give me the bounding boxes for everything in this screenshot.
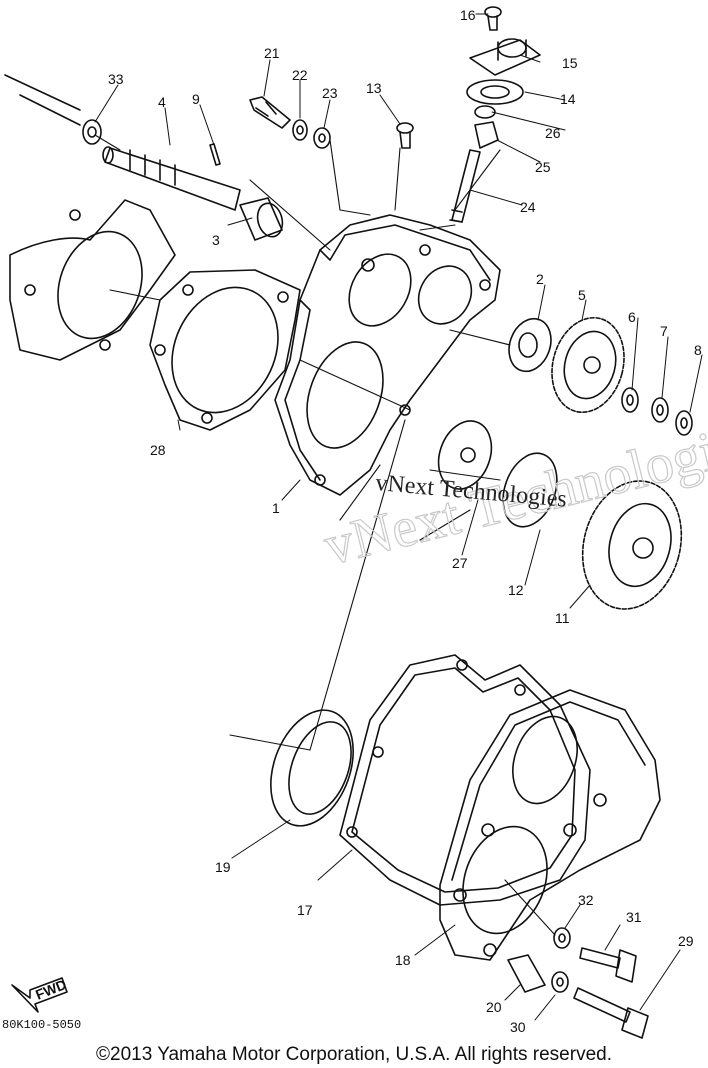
- part-label-24: 24: [520, 199, 536, 215]
- bolt-31: [579, 947, 637, 983]
- leader-lines: [94, 13, 703, 1021]
- circlip-8: [675, 410, 693, 436]
- washer-33: [82, 119, 102, 145]
- watermark: vNext Technologies vNext Technologies: [318, 409, 708, 579]
- part-label-26: 26: [545, 125, 561, 141]
- part-label-32: 32: [578, 892, 594, 908]
- part-label-23: 23: [322, 85, 338, 101]
- part-label-2: 2: [536, 271, 544, 287]
- part-label-21: 21: [264, 45, 280, 61]
- seal-27: [437, 420, 493, 490]
- crankcase-outline: [4, 74, 176, 361]
- part-label-3: 3: [212, 232, 220, 248]
- screw-13: [396, 122, 414, 149]
- washer-32: [553, 927, 571, 949]
- shaft-4: [102, 146, 241, 211]
- part-label-27: 27: [452, 555, 468, 571]
- part-label-14: 14: [560, 91, 576, 107]
- bearing-2: [508, 317, 552, 373]
- dowel-20: [507, 954, 546, 993]
- copyright-notice: ©2013 Yamaha Motor Corporation, U.S.A. A…: [96, 1044, 612, 1065]
- part-label-7: 7: [660, 323, 668, 339]
- gasket-17: [339, 654, 591, 906]
- gear-5: [551, 316, 625, 414]
- washer-6: [621, 387, 639, 413]
- pin-9: [209, 143, 221, 166]
- fwd-arrow-icon: [11, 977, 68, 1013]
- part-label-28: 28: [150, 442, 166, 458]
- oil-seal-3: [239, 197, 284, 241]
- part-label-30: 30: [510, 1019, 526, 1035]
- part-label-6: 6: [628, 309, 636, 325]
- part-label-1: 1: [272, 500, 280, 516]
- part-label-19: 19: [215, 859, 231, 875]
- part-label-15: 15: [562, 55, 578, 71]
- part-label-4: 4: [158, 94, 166, 110]
- part-label-22: 22: [292, 67, 308, 83]
- gasket-28: [149, 269, 301, 431]
- washer-30: [551, 971, 569, 993]
- part-label-33: 33: [108, 71, 124, 87]
- part-label-11: 11: [555, 610, 570, 626]
- washer-7: [651, 397, 669, 423]
- oil-seal-19: [270, 709, 354, 827]
- housing-1: [274, 214, 501, 496]
- diagram-code: 80K100-5050: [2, 1018, 82, 1032]
- cover-18: [439, 689, 661, 961]
- part-label-25: 25: [535, 159, 551, 175]
- part-label-12: 12: [508, 582, 524, 598]
- part-label-29: 29: [678, 933, 694, 949]
- part-label-20: 20: [486, 999, 502, 1015]
- part-label-5: 5: [578, 287, 586, 303]
- part-label-9: 9: [192, 91, 200, 107]
- part-label-8: 8: [694, 342, 702, 358]
- bolt-21: [249, 96, 291, 129]
- part-labels: 1234567891112131415161718192021222324252…: [108, 7, 702, 1035]
- part-label-31: 31: [626, 909, 642, 925]
- washer-22: [292, 119, 308, 141]
- washer-23: [313, 127, 331, 149]
- bolt-29: [573, 987, 649, 1039]
- reference-lines: [94, 134, 556, 936]
- part-label-17: 17: [297, 902, 313, 918]
- part-label-13: 13: [366, 80, 382, 96]
- ring-12: [502, 452, 558, 528]
- part-label-18: 18: [395, 952, 411, 968]
- part-label-16: 16: [460, 7, 476, 23]
- gear-assembly-top: [449, 6, 541, 223]
- gear-11: [581, 480, 683, 610]
